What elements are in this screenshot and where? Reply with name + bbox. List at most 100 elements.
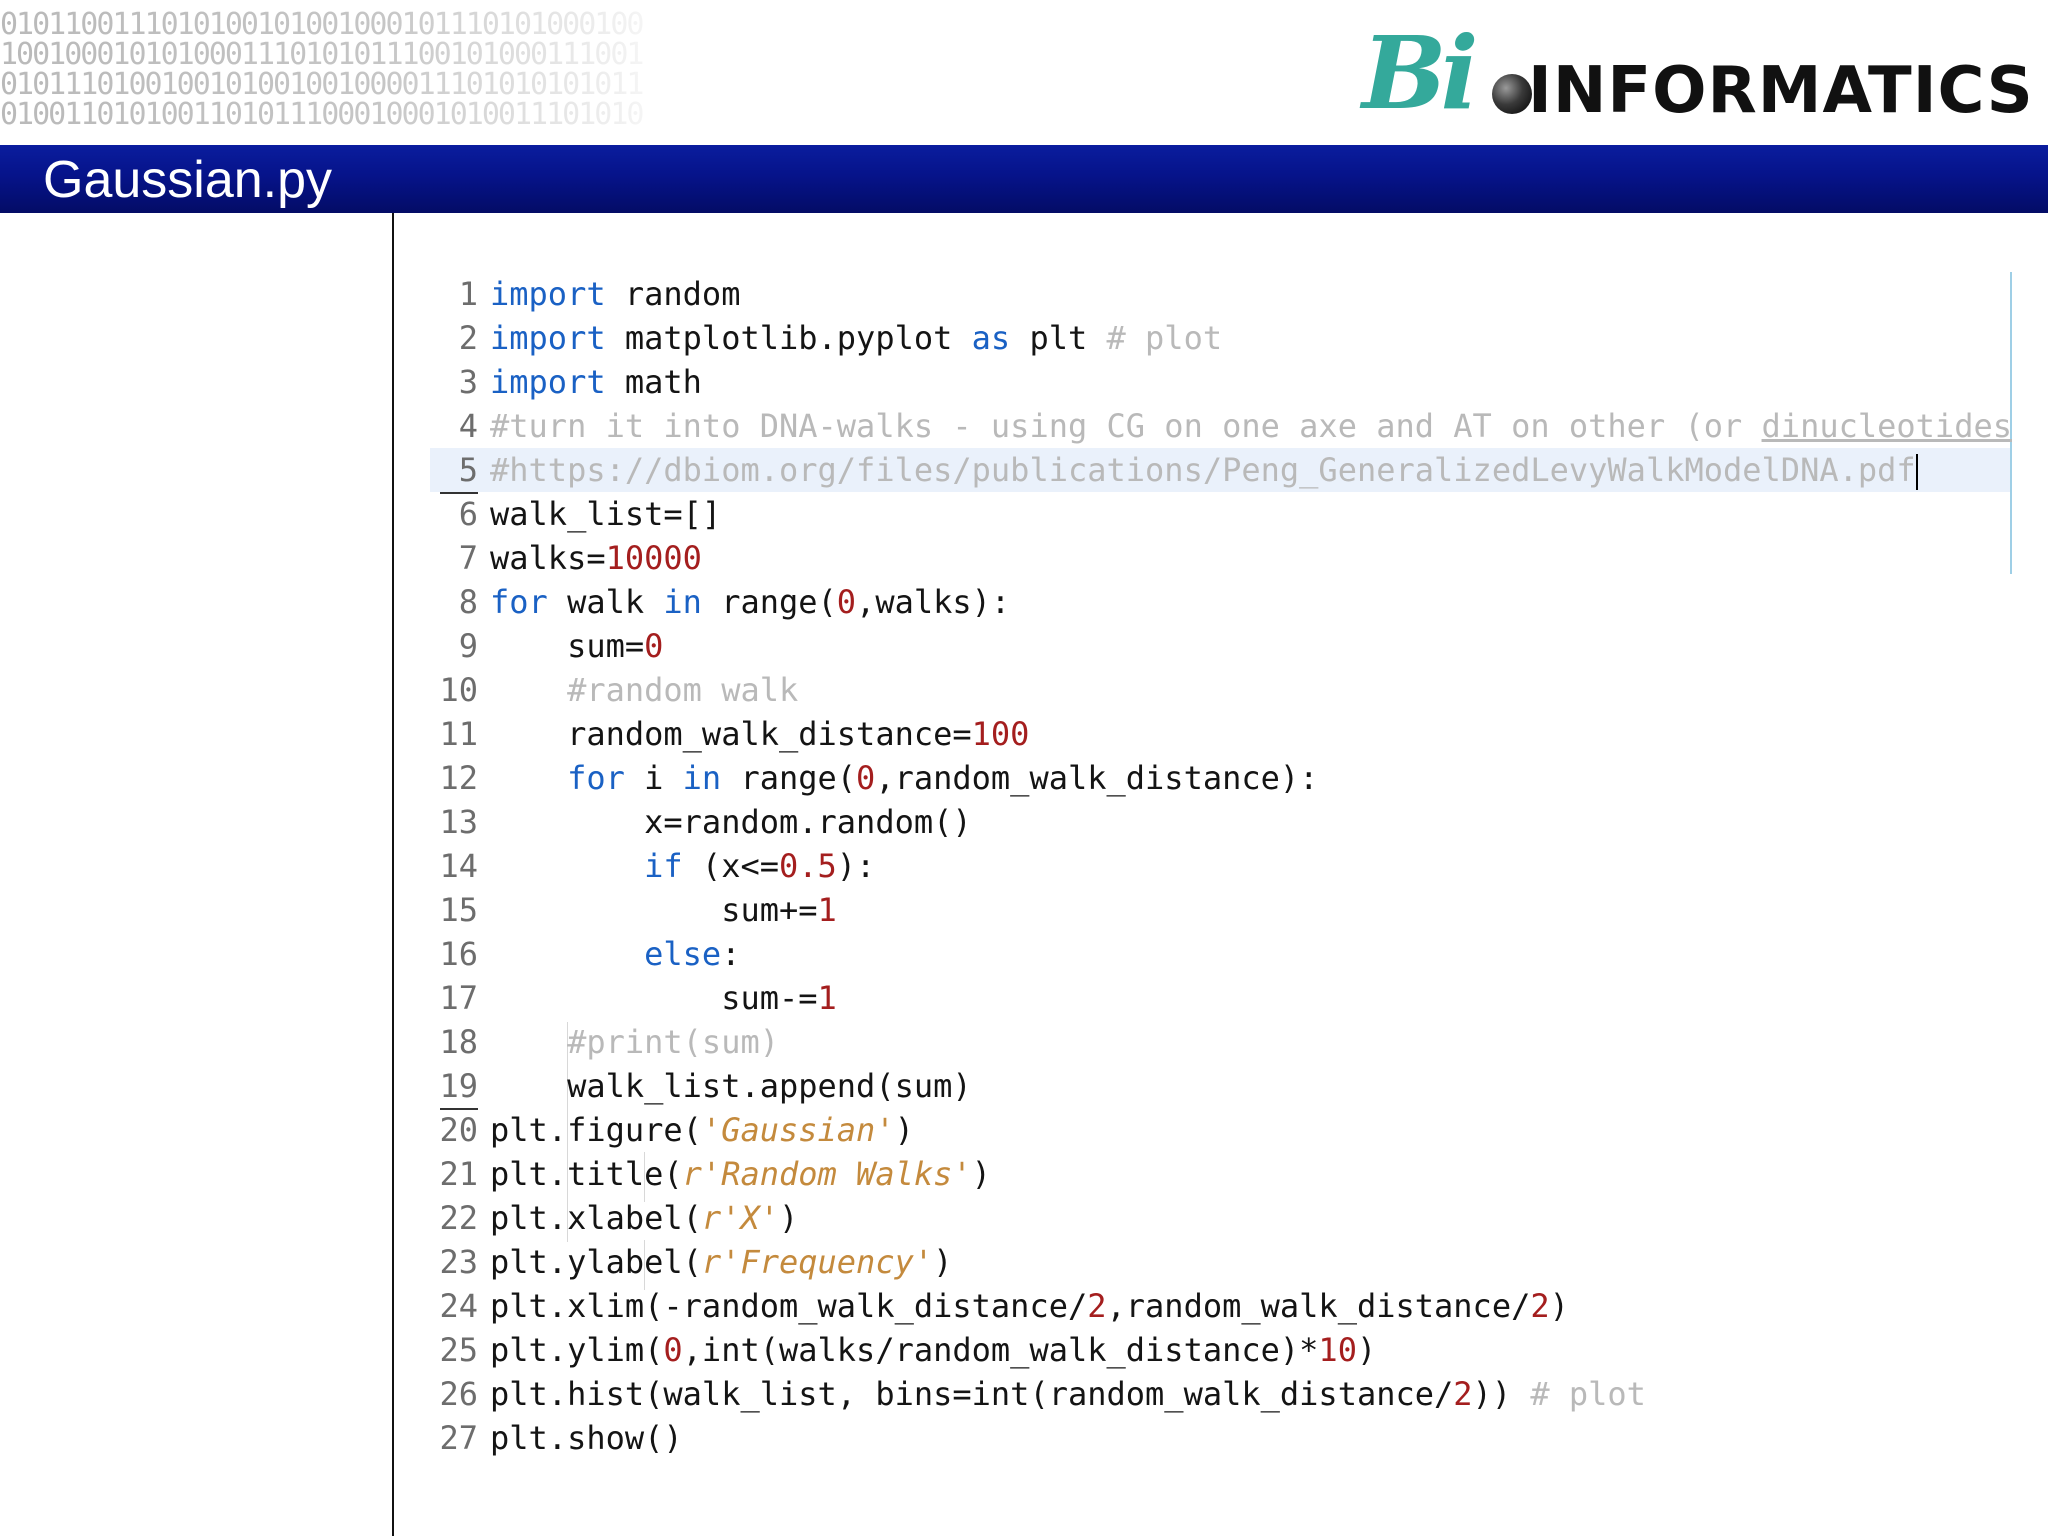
- code-token: ): [894, 1111, 914, 1149]
- code-token: plt.ylim(: [490, 1331, 664, 1369]
- code-token: #random walk: [567, 671, 799, 709]
- code-token: [490, 935, 644, 973]
- code-token: walk: [547, 583, 664, 621]
- code-listing: 1 import random 2 import matplotlib.pyplot …: [430, 272, 2030, 1472]
- binary-line: 0101110100100101001001000011101010101011: [0, 70, 700, 100]
- binary-line: 1001000101010001110101011100101000111001: [0, 40, 700, 70]
- code-text: else:: [490, 932, 740, 976]
- indent-guide: [644, 1152, 645, 1202]
- indent-guide: [644, 1240, 645, 1290]
- code-token: 2: [1087, 1287, 1107, 1325]
- line-number: 18: [439, 1023, 478, 1061]
- code-token: # plot: [1530, 1375, 1646, 1413]
- code-token: for: [567, 759, 625, 797]
- code-token: ): [933, 1243, 953, 1281]
- line-number: 7: [458, 539, 478, 577]
- code-token: plt.hist(walk_list, bins=int(random_walk…: [490, 1375, 1454, 1413]
- code-token: 2: [1453, 1375, 1473, 1413]
- code-text: random_walk_distance=100: [490, 712, 1029, 756]
- code-token: r'Random Walks': [682, 1155, 972, 1193]
- line-number: 16: [439, 935, 478, 973]
- code-token: 100: [971, 715, 1030, 753]
- code-text: walk_list=[]: [490, 492, 721, 536]
- code-token: range(: [721, 759, 857, 797]
- code-text: import math: [490, 360, 702, 404]
- code-text: plt.ylim(0,int(walks/random_walk_distanc…: [490, 1328, 1376, 1372]
- code-text: import matplotlib.pyplot as plt # plot: [490, 316, 1222, 360]
- code-token: import: [490, 363, 606, 401]
- code-text: walks=10000: [490, 536, 702, 580]
- code-token: ): [1356, 1331, 1377, 1369]
- code-text: import random: [490, 272, 740, 316]
- line-number: 1: [458, 275, 478, 313]
- line-number: 19: [439, 1067, 478, 1105]
- code-token: x=random.random(): [490, 803, 972, 841]
- code-text: plt.show(): [490, 1416, 683, 1460]
- line-number: 26: [439, 1375, 478, 1413]
- code-text: if (x<=0.5):: [490, 844, 875, 888]
- code-text: plt.hist(walk_list, bins=int(random_walk…: [490, 1372, 1646, 1416]
- fold-marker: [440, 492, 478, 494]
- line-number: 20: [439, 1111, 478, 1149]
- code-text: #https://dbiom.org/files/publications/Pe…: [490, 448, 1918, 492]
- code-token: else: [644, 935, 722, 973]
- binary-background: 0101100111010100101001000101110101000100…: [0, 10, 700, 135]
- code-token: #turn it into DNA-walks - using CG on on…: [490, 407, 1762, 445]
- code-text: plt.xlabel(r'X'): [490, 1196, 798, 1240]
- code-text: for i in range(0,random_walk_distance):: [490, 756, 1318, 800]
- code-text: plt.xlim(-random_walk_distance/2,random_…: [490, 1284, 1569, 1328]
- code-token: ,walks):: [856, 583, 1011, 621]
- code-token: (x<=: [682, 847, 779, 885]
- title-bar: Gaussian.py: [0, 145, 2048, 213]
- line-number: 11: [439, 715, 478, 753]
- line-number: 14: [439, 847, 478, 885]
- code-token: dinucleotides: [1761, 407, 2012, 445]
- code-token: ,int(walks/random_walk_distance)*: [682, 1331, 1319, 1369]
- code-token: #https://dbiom.org/files/publications/Pe…: [490, 451, 1916, 489]
- code-token: ,random_walk_distance):: [875, 759, 1319, 797]
- fold-marker: [440, 1108, 478, 1110]
- code-token: [490, 1023, 567, 1061]
- line-number: 12: [439, 759, 478, 797]
- print-margin-ruler: [2010, 272, 2012, 574]
- code-text: sum-=1: [490, 976, 837, 1020]
- code-token: 10000: [605, 539, 702, 577]
- code-token: import: [490, 275, 606, 313]
- code-token: # plot: [1106, 319, 1223, 357]
- line-number: 6: [458, 495, 478, 533]
- code-text: plt.title(r'Random Walks'): [490, 1152, 991, 1196]
- line-number: 15: [439, 891, 478, 929]
- line-number: 27: [439, 1419, 478, 1457]
- line-number: 5: [458, 451, 478, 489]
- code-token: 0.5: [778, 847, 837, 885]
- code-token: 0: [644, 627, 664, 665]
- code-token: [490, 847, 644, 885]
- code-token: 0: [663, 1331, 683, 1369]
- binary-line: 0101100111010100101001000101110101000100: [0, 10, 700, 40]
- code-token: sum=: [490, 627, 645, 665]
- line-number: 25: [439, 1331, 478, 1369]
- line-number: 13: [439, 803, 478, 841]
- logo-bi: Bi: [1362, 14, 1478, 132]
- code-token: range(: [701, 583, 837, 621]
- line-number: 23: [439, 1243, 478, 1281]
- code-text: x=random.random(): [490, 800, 972, 844]
- code-token: r'Frequency': [701, 1243, 934, 1281]
- code-token: ,random_walk_distance/: [1106, 1287, 1531, 1325]
- code-token: sum-=: [490, 979, 818, 1017]
- code-token: plt.show(): [490, 1419, 683, 1457]
- code-token: 0: [836, 583, 857, 621]
- code-token: sum+=: [490, 891, 818, 929]
- code-token: random: [605, 275, 741, 313]
- line-number: 24: [439, 1287, 478, 1325]
- code-token: in: [682, 759, 722, 797]
- code-token: 1: [817, 891, 837, 929]
- code-token: plt.title(: [490, 1155, 683, 1193]
- code-token: )): [1472, 1375, 1531, 1413]
- indent-guide: [567, 1022, 568, 1242]
- code-token: ):: [836, 847, 876, 885]
- code-token: 1: [817, 979, 837, 1017]
- code-token: matplotlib.pyplot: [605, 319, 972, 357]
- code-token: plt.ylabel(: [490, 1243, 702, 1281]
- code-token: in: [663, 583, 702, 621]
